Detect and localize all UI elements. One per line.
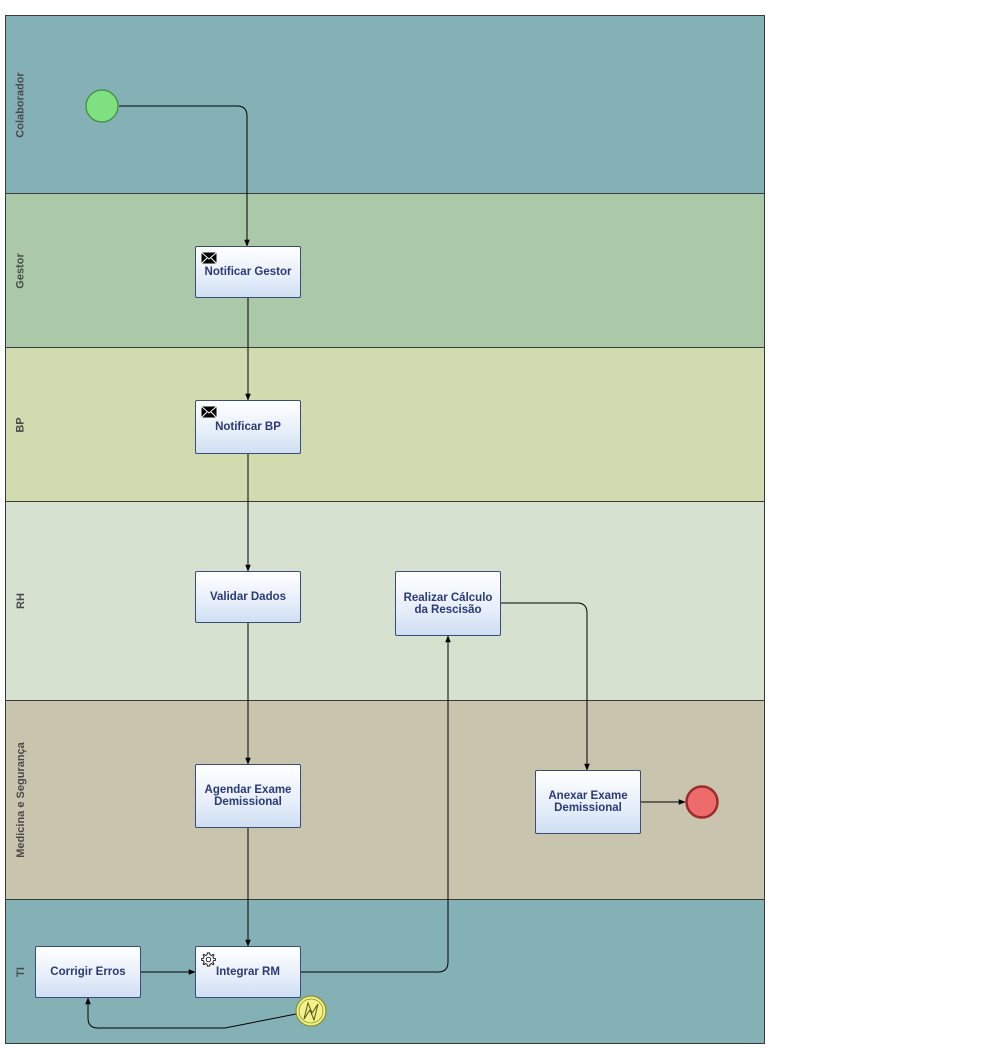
task-label: Notificar Gestor xyxy=(204,266,292,278)
task-label: Corrigir Erros xyxy=(50,966,126,978)
lane-gestor: Gestor xyxy=(5,193,765,348)
task-label: Validar Dados xyxy=(209,591,287,603)
sequence-flow-error-to-corrigir[interactable] xyxy=(85,997,297,1029)
start-event[interactable] xyxy=(85,89,119,123)
sequence-flow-integrar-to-calculo[interactable] xyxy=(300,635,451,973)
task-realizar-calculo-rescisao[interactable]: Realizar Cálculo da Rescisão xyxy=(395,571,501,636)
envelope-icon xyxy=(201,406,217,418)
task-integrar-rm[interactable]: Integrar RM xyxy=(195,946,301,998)
task-corrigir-erros[interactable]: Corrigir Erros xyxy=(35,946,141,998)
lane-colaborador: Colaborador xyxy=(5,15,765,194)
task-label: Agendar Exame Demissional xyxy=(204,784,292,808)
lane-rh: RH xyxy=(5,501,765,701)
task-agendar-exame-demissional[interactable]: Agendar Exame Demissional xyxy=(195,764,301,828)
task-label: Anexar Exame Demissional xyxy=(548,790,628,814)
lightning-icon xyxy=(303,1001,319,1022)
sequence-flow-start-to-notificar-gestor[interactable] xyxy=(119,105,250,247)
task-label: Integrar RM xyxy=(216,966,280,978)
task-anexar-exame-demissional[interactable]: Anexar Exame Demissional xyxy=(535,770,641,834)
task-label: Notificar BP xyxy=(215,421,281,433)
task-notificar-gestor[interactable]: Notificar Gestor xyxy=(195,246,301,298)
sequence-flow-calculo-to-anexar[interactable] xyxy=(500,602,590,771)
envelope-icon xyxy=(201,252,217,264)
error-boundary-event[interactable] xyxy=(295,995,327,1027)
task-notificar-bp[interactable]: Notificar BP xyxy=(195,400,301,454)
task-validar-dados[interactable]: Validar Dados xyxy=(195,571,301,623)
end-event[interactable] xyxy=(685,785,719,819)
gear-icon xyxy=(201,952,216,967)
task-label: Realizar Cálculo da Rescisão xyxy=(403,591,493,616)
